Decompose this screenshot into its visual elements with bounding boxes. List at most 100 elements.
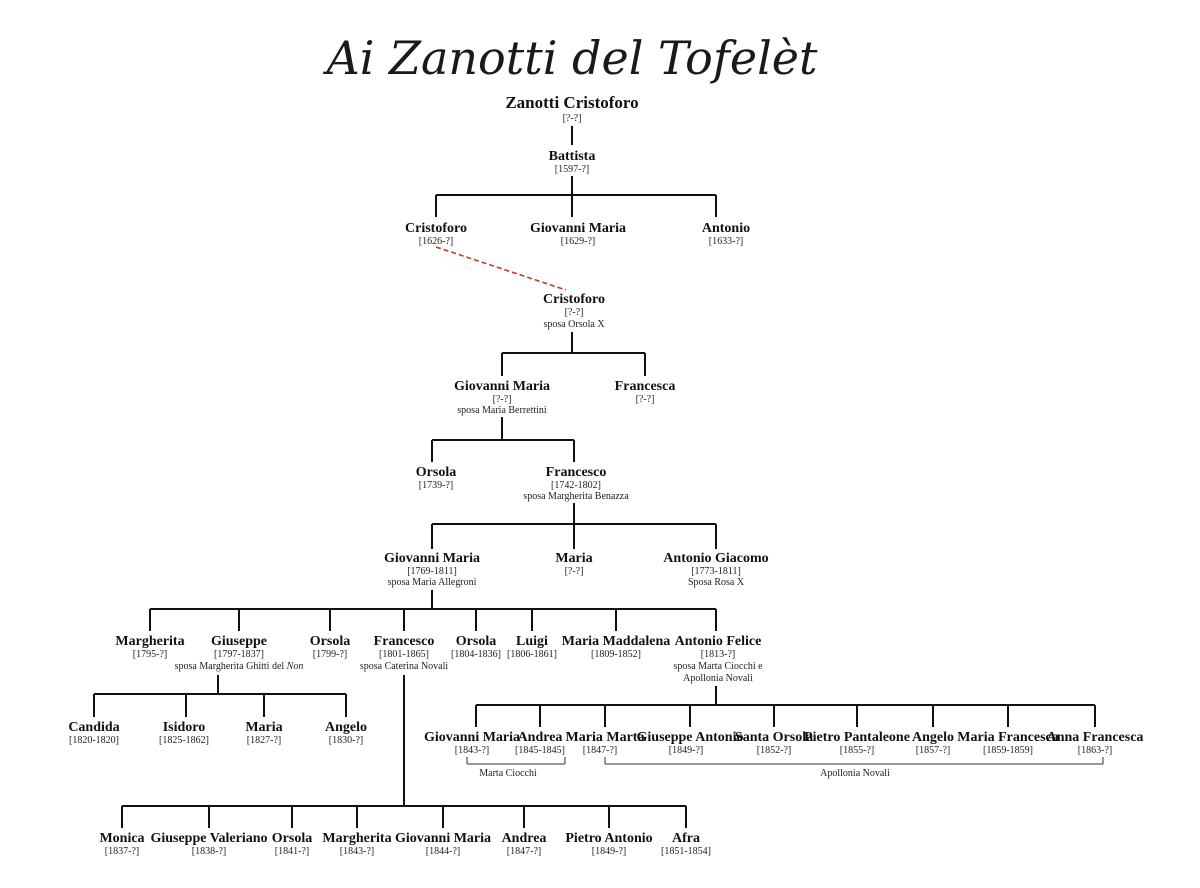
person-name: Afra: [672, 831, 700, 846]
person-dates: [?-?]: [565, 566, 584, 577]
person-node: Antonio [1633-?]: [702, 221, 750, 247]
person-name: Zanotti Cristoforo: [505, 93, 638, 112]
person-node: Francesca [?-?]: [615, 379, 676, 405]
person-dates: [1845-1845]: [515, 745, 565, 756]
person-dates: [1830-?]: [329, 735, 363, 746]
person-node: Giuseppe Antonio [1849-?]: [637, 730, 744, 756]
person-spouse: sposa Marta Ciocchi e: [673, 661, 763, 672]
person-node: Maria [?-?]: [555, 551, 592, 577]
person-dates: [1626-?]: [419, 236, 453, 247]
person-dates: [1857-?]: [916, 745, 950, 756]
person-dates: [1843-?]: [455, 745, 489, 756]
person-node: Giovanni Maria [1769-1811] sposa Maria A…: [384, 551, 480, 588]
person-name: Giovanni Maria: [395, 831, 491, 846]
person-dates: [1804-1836]: [451, 649, 501, 660]
person-node: Maria Maddalena [1809-1852]: [562, 634, 671, 660]
person-node: Antonio Felice [1813-?] sposa Marta Cioc…: [673, 634, 763, 684]
person-name: Anna Francesca: [1047, 730, 1144, 745]
person-node: Isidoro [1825-1862]: [159, 720, 209, 746]
person-spouse: sposa Margherita Ghitti del Non: [175, 661, 304, 672]
person-name: Giuseppe: [211, 634, 267, 649]
person-dates: [1851-1854]: [661, 846, 711, 857]
person-name: Maria: [245, 720, 282, 735]
mother-label-apollonia: Apollonia Novali: [820, 768, 890, 779]
person-dates: [1855-?]: [840, 745, 874, 756]
person-node: Giuseppe Valeriano [1838-?]: [150, 831, 267, 857]
person-name: Giuseppe Valeriano: [150, 831, 267, 846]
person-name: Cristoforo: [405, 221, 467, 236]
person-node: Zanotti Cristoforo [?-?]: [505, 93, 638, 124]
person-dates: [1806-1861]: [507, 649, 557, 660]
person-dates: [1843-?]: [340, 846, 374, 857]
person-name: Angelo: [912, 730, 954, 745]
person-name: Francesco: [546, 465, 607, 480]
person-dates: [?-?]: [636, 394, 655, 405]
person-name: Antonio: [702, 221, 750, 236]
person-dates: [1837-?]: [105, 846, 139, 857]
person-dates: [1847-?]: [507, 846, 541, 857]
person-name: Maria Francesca: [957, 730, 1058, 745]
person-name: Santa Orsola: [735, 730, 813, 745]
person-dates: [1773-1811]: [691, 566, 741, 577]
person-node: Giovanni Maria [1844-?]: [395, 831, 491, 857]
person-spouse: Sposa Rosa X: [688, 577, 745, 588]
person-name: Cristoforo: [543, 292, 605, 307]
person-node: Cristoforo [?-?] sposa Orsola X: [543, 292, 605, 330]
person-name: Pietro Antonio: [565, 831, 652, 846]
person-name: Giovanni Maria: [384, 551, 480, 566]
person-name: Andrea: [518, 730, 563, 745]
person-node: Margherita [1843-?]: [322, 831, 391, 857]
person-dates: [1597-?]: [555, 164, 589, 175]
person-name: Pietro Pantaleone: [804, 730, 910, 745]
person-name: Andrea: [502, 831, 547, 846]
person-node: Orsola [1739-?]: [416, 465, 456, 491]
person-name: Maria Maddalena: [562, 634, 671, 649]
person-dates: [1847-?]: [583, 745, 617, 756]
person-node: Giovanni Maria [1629-?]: [530, 221, 626, 247]
person-dates: [1852-?]: [757, 745, 791, 756]
person-node: Andrea [1847-?]: [502, 831, 547, 857]
person-spouse: sposa Maria Allegroni: [388, 577, 477, 588]
person-dates: [1849-?]: [669, 745, 703, 756]
person-node: Andrea [1845-1845]: [515, 730, 565, 756]
person-name: Orsola: [456, 634, 496, 649]
person-dates: [1795-?]: [133, 649, 167, 660]
mother-label-marta: Marta Ciocchi: [479, 768, 537, 779]
person-dates: [1633-?]: [709, 236, 743, 247]
person-node: Candida [1820-1820]: [68, 720, 119, 746]
person-name: Giuseppe Antonio: [637, 730, 744, 745]
person-name: Isidoro: [163, 720, 206, 735]
person-name: Margherita: [115, 634, 184, 649]
person-node: Pietro Antonio [1849-?]: [565, 831, 652, 857]
person-dates: [1799-?]: [313, 649, 347, 660]
person-node: Maria [1827-?]: [245, 720, 282, 746]
person-spouse-second: Apollonia Novali: [683, 673, 753, 684]
person-dates: [1859-1859]: [983, 745, 1033, 756]
person-node: Giuseppe [1797-1837] sposa Margherita Gh…: [175, 634, 304, 672]
person-name: Francesca: [615, 379, 676, 394]
person-name: Margherita: [322, 831, 391, 846]
person-name: Orsola: [416, 465, 456, 480]
person-name: Battista: [549, 149, 596, 164]
person-node: Monica [1837-?]: [99, 831, 144, 857]
person-name: Antonio Felice: [675, 634, 762, 649]
person-node: Margherita [1795-?]: [115, 634, 184, 660]
person-dates: [1820-1820]: [69, 735, 119, 746]
person-node: Orsola [1804-1836]: [451, 634, 501, 660]
person-dates: [1629-?]: [561, 236, 595, 247]
person-name: Orsola: [310, 634, 350, 649]
person-name: Monica: [99, 831, 144, 846]
person-dates: [?-?]: [563, 113, 582, 124]
person-dates: [1827-?]: [247, 735, 281, 746]
person-node: Angelo [1830-?]: [325, 720, 367, 746]
person-name: Giovanni Maria: [454, 379, 550, 394]
person-node: Battista [1597-?]: [549, 149, 596, 175]
person-dates: [1838-?]: [192, 846, 226, 857]
person-dates: [1797-1837]: [214, 649, 264, 660]
person-node: Anna Francesca [1863-?]: [1047, 730, 1144, 756]
person-dates: [1813-?]: [701, 649, 735, 660]
person-name: Angelo: [325, 720, 367, 735]
person-dates: [1769-1811]: [407, 566, 457, 577]
person-dates: [1841-?]: [275, 846, 309, 857]
